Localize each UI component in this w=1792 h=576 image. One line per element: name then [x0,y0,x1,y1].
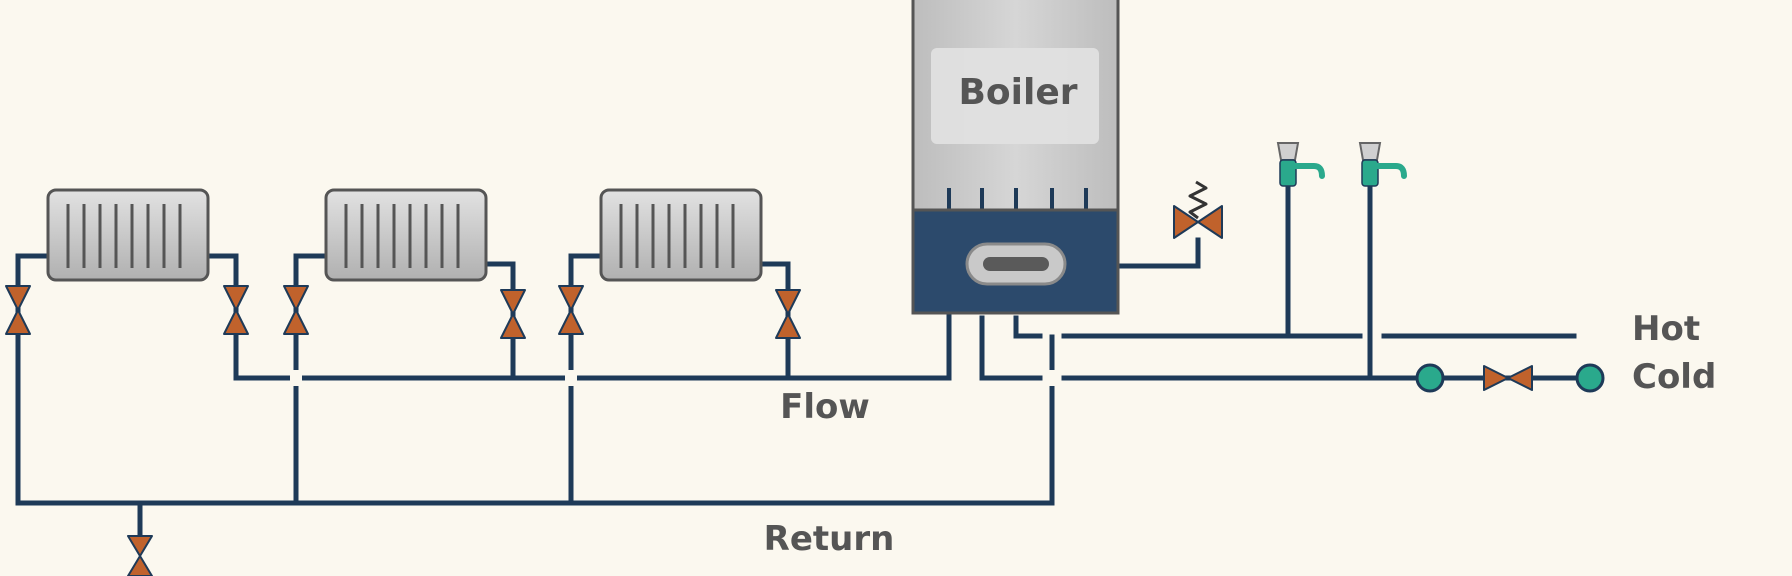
boiler-flame-window [983,257,1049,271]
pressure-relief-valve-icon [1173,205,1223,239]
radiator-valves [5,285,801,576]
radiator-icon [599,188,763,282]
flow-label: Flow [780,387,870,427]
drain-valve-icon [127,535,153,576]
stop-valve-icon [1483,365,1533,391]
radiator-2-return-connection [293,253,329,506]
relief-spring-icon [1188,180,1208,220]
return-pipe [15,334,1055,506]
radiator-3-flow-connection [757,261,791,381]
gate-valve-icon [223,285,249,335]
radiator-1-return-connection [15,253,51,506]
cold-mains-fittings [1415,363,1605,393]
cold-label: Cold [1632,357,1716,397]
gate-valve-icon [558,285,584,335]
pipe-union-icon [1415,363,1445,393]
pipework [15,185,1577,543]
boiler-hot-stub [1013,315,1043,339]
tap-1 [1276,142,1325,187]
radiator-1-flow-connection [205,253,239,371]
radiator-3 [599,188,763,282]
gate-valve-icon [283,285,309,335]
radiator-icon [46,188,210,282]
boiler-return-stub [979,315,1043,381]
radiator-2-flow-connection [483,261,516,381]
gate-valve-icon [500,289,526,339]
boiler-label-panel [931,48,1099,144]
pipe-union-icon [1575,363,1605,393]
flow-pipe [233,309,952,381]
radiator-2 [324,188,488,282]
pressure-relief-valve [1173,180,1223,239]
tap-icon [1276,142,1325,187]
tap-icon [1358,142,1407,187]
tap-2 [1358,142,1407,187]
pipe-crossover-gaps [290,370,1060,386]
radiator-1 [46,188,210,282]
radiator-icon [324,188,488,282]
boiler-label: Boiler [958,72,1077,113]
boiler-vent-slots [947,188,1088,212]
gate-valve-icon [5,285,31,335]
boiler: Boiler [911,0,1120,315]
radiator-3-return-connection [568,253,604,506]
hot-label: Hot [1632,309,1700,349]
return-label: Return [764,519,895,559]
gate-valve-icon [775,289,801,339]
